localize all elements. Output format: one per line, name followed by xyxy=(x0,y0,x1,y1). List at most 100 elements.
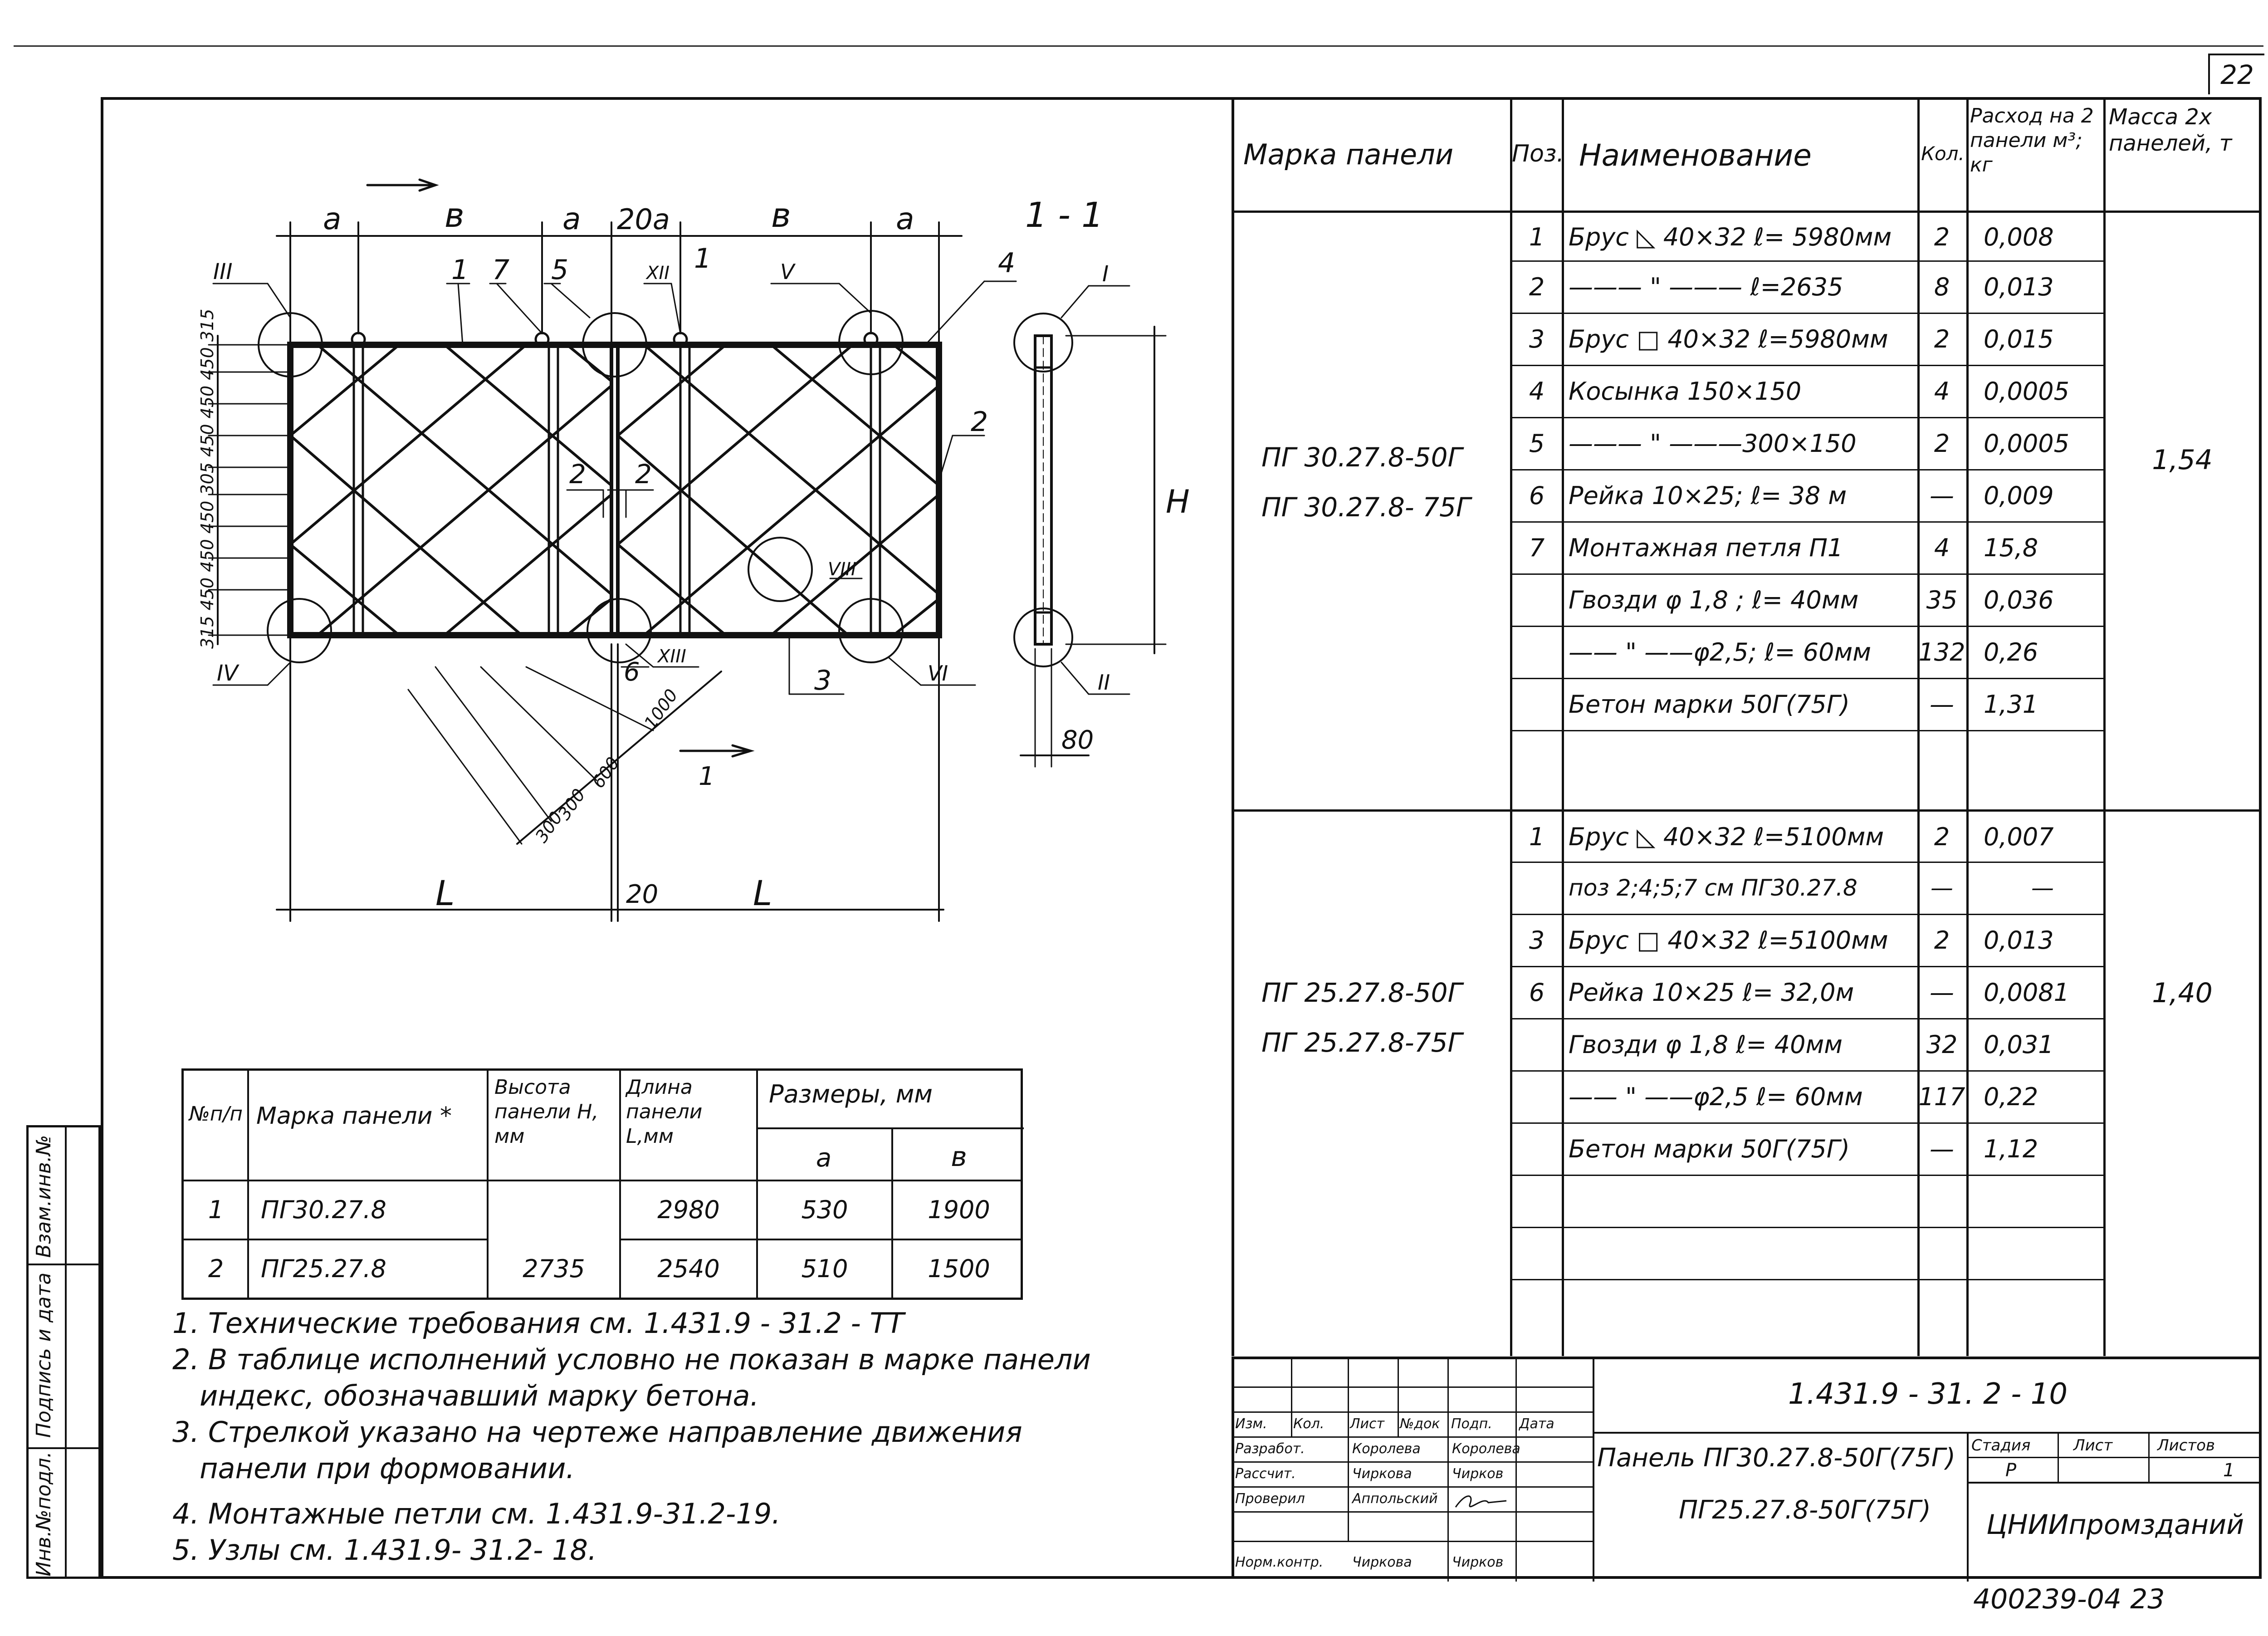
callout-1b: 1 xyxy=(694,243,711,274)
note-4: 4. Монтажные петли см. 1.431.9-31.2-19. xyxy=(172,1497,781,1530)
row-qty: 2 xyxy=(1934,223,1950,251)
dim-a-2: a xyxy=(562,201,581,236)
exec-row2-mark: ПГ25.27.8 xyxy=(261,1254,386,1283)
main-frame xyxy=(101,97,2262,1579)
spec-row: 2 ——— " ——— ℓ=2635 8 0,013 xyxy=(1512,262,2105,313)
row-name: Брус ◺ 40×32 ℓ=5100мм xyxy=(1569,823,1884,851)
exec-row2-length: 2540 xyxy=(657,1254,720,1283)
exec-h-height: Высота панели H, мм xyxy=(494,1076,599,1148)
exec-row2-height: 2735 xyxy=(523,1254,585,1283)
title-block: Изм. Кол. Лист №док Подп. Дата Разработ.… xyxy=(1232,1357,2262,1582)
stamp-signature-date: Подпись и дата xyxy=(32,1272,55,1438)
spec-row: —— " ——φ2,5 ℓ= 60мм 117 0,22 xyxy=(1512,1072,2105,1122)
row-pos: 3 xyxy=(1529,926,1545,955)
dim-a-3: a xyxy=(896,201,914,236)
row-qty: — xyxy=(1930,481,1954,510)
note-5: 5. Узлы см. 1.431.9- 31.2- 18. xyxy=(172,1533,597,1567)
node-VIII: VIII xyxy=(828,559,856,580)
rev-h-podp: Подп. xyxy=(1451,1416,1492,1432)
note-2: 2. В таблице исполнений условно не показ… xyxy=(172,1343,1091,1376)
row-pos: 6 xyxy=(1529,481,1545,510)
page-top-line xyxy=(14,45,2263,47)
note-2-cont: индекс, обозначавший марку бетона. xyxy=(200,1379,759,1412)
spec-row: Бетон марки 50Г(75Г) — 1,31 xyxy=(1512,679,2105,730)
row-name: Брус ◺ 40×32 ℓ= 5980мм xyxy=(1569,223,1892,251)
row-pos: 2 xyxy=(1529,273,1545,301)
node-I: I xyxy=(1102,261,1109,287)
row-qty: — xyxy=(1930,978,1954,1007)
row-pos: 6 xyxy=(1529,978,1545,1007)
node-III: III xyxy=(213,259,232,284)
callout-7: 7 xyxy=(492,254,509,286)
name-norm: Чиркова xyxy=(1352,1554,1412,1570)
note-3: 3. Стрелкой указано на чертеже направлен… xyxy=(172,1416,1022,1449)
spec-row: 4 Косынка 150×150 4 0,0005 xyxy=(1512,366,2105,417)
row-name: Бетон марки 50Г(75Г) xyxy=(1569,1135,1850,1163)
row-name: поз 2;4;5;7 см ПГ30.27.8 xyxy=(1569,875,1857,901)
stage-value: Р xyxy=(2005,1460,2017,1481)
spec-row: —— " ——φ2,5; ℓ= 60мм 132 0,26 xyxy=(1512,627,2105,678)
row-name: Монтажная петля П1 xyxy=(1569,534,1843,562)
row-name: Гвозди φ 1,8 ; ℓ= 40мм xyxy=(1569,586,1859,614)
title-line-1: Панель ПГ30.27.8-50Г(75Г) xyxy=(1597,1443,1955,1473)
exec-sub-a: a xyxy=(816,1143,832,1173)
spec-h-usage: Расход на 2 панели м³; кг xyxy=(1970,104,2094,176)
name-developer: Королева xyxy=(1352,1441,1421,1457)
rev-h-izm: Изм. xyxy=(1235,1416,1267,1432)
row-qty: 2 xyxy=(1934,823,1950,851)
row-pos: 3 xyxy=(1529,325,1545,353)
dim-b-2: в xyxy=(771,196,791,235)
row-usage: 0,0005 xyxy=(1984,377,2069,406)
spec-h-mark: Марка панели xyxy=(1243,138,1454,171)
callout-5: 5 xyxy=(551,254,568,286)
row-qty: 4 xyxy=(1934,377,1950,406)
bottom-code: 400239-04 23 xyxy=(1973,1583,2165,1615)
exec-h-num: №п/п xyxy=(189,1102,243,1126)
note-1: 1. Технические требования см. 1.431.9 - … xyxy=(172,1307,904,1340)
exec-h-length: Длина панели L,мм xyxy=(626,1076,703,1148)
exec-row1-a: 530 xyxy=(801,1195,848,1224)
dim-20: 20 xyxy=(626,880,658,909)
node-VI: VI xyxy=(928,661,948,686)
row-usage: 1,31 xyxy=(1984,690,2038,719)
group1-mark-a: ПГ 30.27.8-50Г xyxy=(1261,442,1462,473)
exec-row1-length: 2980 xyxy=(657,1195,720,1224)
spec-h-mass: Масса 2х панелей, т xyxy=(2109,104,2232,156)
row-qty: — xyxy=(1930,690,1954,719)
panel-outline xyxy=(287,342,942,638)
organization: ЦНИИпромзданий xyxy=(1986,1509,2244,1541)
row-name: ——— " ———300×150 xyxy=(1569,429,1857,458)
spec-table: Марка панели Поз. Наименование Кол. Расх… xyxy=(1232,97,2262,1356)
group2-mark-b: ПГ 25.27.8-75Г xyxy=(1261,1027,1462,1058)
rev-h-date: Дата xyxy=(1519,1416,1554,1432)
spec-row: 5 ——— " ———300×150 2 0,0005 xyxy=(1512,418,2105,469)
section-label: 1 - 1 xyxy=(1025,195,1103,235)
spec-row: 1 Брус ◺ 40×32 ℓ=5100мм 2 0,007 xyxy=(1512,812,2105,862)
row-name: Рейка 10×25; ℓ= 38 м xyxy=(1569,481,1847,510)
spec-row: 6 Рейка 10×25; ℓ= 38 м — 0,009 xyxy=(1512,470,2105,521)
row-usage: 0,26 xyxy=(1984,638,2038,666)
sheets-value: 1 xyxy=(2223,1460,2235,1481)
name-calculated: Чиркова xyxy=(1352,1466,1412,1482)
doc-code: 1.431.9 - 31. 2 - 10 xyxy=(1788,1377,2068,1411)
row-pos: 5 xyxy=(1529,429,1545,458)
exec-row1-mark: ПГ30.27.8 xyxy=(261,1195,386,1224)
spec-h-name: Наименование xyxy=(1579,138,1812,173)
role-norm: Норм.контр. xyxy=(1235,1554,1324,1570)
sheet-number-box: 22 xyxy=(2208,54,2264,94)
row-usage: 0,0005 xyxy=(1984,429,2069,458)
stamp-vzam-inv: Взам.инв.№ xyxy=(32,1135,55,1258)
rev-h-list: Лист xyxy=(1350,1416,1385,1432)
row-qty: — xyxy=(1930,1135,1954,1163)
row-qty: 32 xyxy=(1926,1030,1958,1059)
spec-h-pos: Поз. xyxy=(1512,140,1564,167)
sign-norm: Чирков xyxy=(1452,1554,1504,1570)
group2-mass: 1,40 xyxy=(2152,977,2213,1009)
row-usage: 0,22 xyxy=(1984,1083,2038,1111)
name-checked: Аппольский xyxy=(1352,1491,1438,1507)
row-usage: 0,009 xyxy=(1984,481,2054,510)
rev-h-kol: Кол. xyxy=(1293,1416,1325,1432)
row-qty: 4 xyxy=(1934,534,1950,562)
row-name: Бетон марки 50Г(75Г) xyxy=(1569,690,1850,719)
row-name: —— " ——φ2,5 ℓ= 60мм xyxy=(1569,1083,1863,1111)
